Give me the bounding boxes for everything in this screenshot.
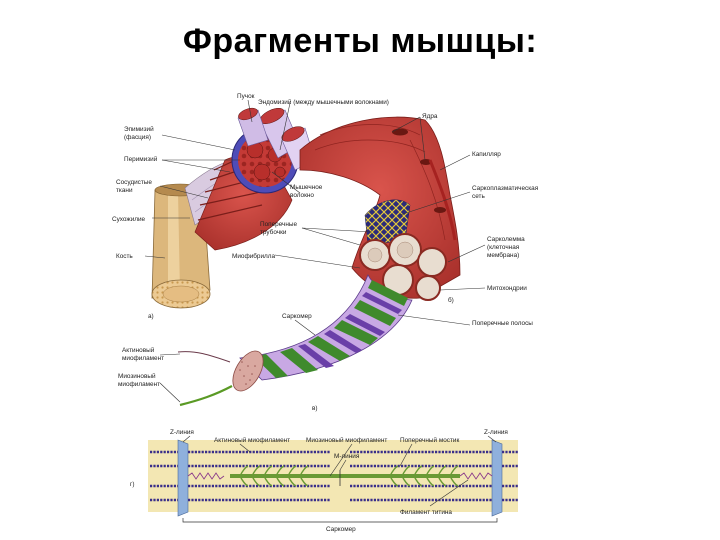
nucleus	[392, 128, 408, 136]
figure-label-b: б)	[448, 296, 454, 304]
label-bone: Кость	[116, 253, 133, 260]
label-epimysium: Эпимизий	[124, 125, 154, 133]
label-sr: Саркоплазматическая	[472, 185, 539, 192]
label-connective: Сосудистые	[116, 179, 152, 186]
label-nuclei: Ядра	[422, 113, 438, 120]
label-endomysium: Эндомизий (между мышечными волокнами)	[258, 98, 389, 106]
label-sr-2: сеть	[472, 193, 485, 200]
label-sarcolemma: Сарколемма	[487, 236, 525, 243]
myofibril-end	[232, 350, 264, 392]
label-epimysium-2: (фасция)	[124, 134, 151, 141]
label-muscle-fiber-2: волокно	[290, 192, 314, 199]
myofibril-cross-sections	[359, 233, 447, 301]
myosin-filament-strand	[179, 385, 233, 407]
nucleus	[434, 207, 446, 213]
actin-filaments	[150, 450, 518, 502]
label-mitochondria: Митохондрии	[487, 285, 527, 292]
label-myosin: Миозиновый	[118, 372, 156, 380]
label-striations: Поперечные полосы	[472, 320, 533, 327]
label-actin-bottom: Актиновый миофиламент	[214, 436, 290, 444]
label-perimysium: Перимизий	[124, 155, 158, 163]
leader-lines	[144, 99, 497, 507]
label-actin-2: миофиламент	[122, 355, 164, 362]
label-z-line-right: Z-линия	[484, 429, 508, 436]
z-disc-left	[177, 439, 189, 517]
label-t-tubules-2: трубочки	[260, 228, 287, 236]
label-myosin-bottom: Миозиновый миофиламент	[306, 436, 387, 444]
label-fascicle: Пучок	[237, 93, 255, 100]
label-sarcomere-bottom: Саркомер	[326, 526, 356, 533]
label-titin: Филамент титина	[400, 509, 452, 516]
z-disc-right	[491, 439, 503, 517]
label-sarcolemma-2: (клеточная	[487, 244, 520, 251]
sarcomere-bracket	[182, 518, 498, 523]
label-cross-bridge: Поперечный мостик	[400, 436, 459, 444]
label-sarcomere-top: Саркомер	[282, 313, 312, 320]
label-actin: Актиновый	[122, 346, 155, 354]
label-z-line-left: Z-линия	[170, 429, 194, 436]
label-muscle-fiber: Мышечное	[290, 184, 323, 191]
actin-filament-strand	[177, 351, 231, 363]
label-sarcolemma-3: мембрана)	[487, 251, 519, 259]
label-tendon: Сухожилие	[112, 216, 146, 223]
sarcomere-panel	[148, 439, 518, 523]
titin-filament	[459, 472, 493, 480]
titin-filament	[187, 472, 225, 480]
capillary	[428, 159, 457, 241]
label-myosin-2: миофиламент	[118, 381, 160, 388]
label-m-line: М-линия	[334, 453, 360, 460]
label-capillary: Капилляр	[472, 151, 501, 158]
label-myofibril: Миофибрилла	[232, 252, 276, 260]
figure-label-v: в)	[312, 405, 318, 412]
page-title: Фрагменты мышцы:	[182, 22, 538, 60]
label-connective-2: ткани	[116, 187, 133, 194]
myosin-filament	[230, 465, 460, 487]
myofibril	[177, 273, 413, 407]
fascicle-bundles	[237, 107, 316, 171]
label-t-tubules: Поперечные	[260, 221, 298, 228]
figure-label-g: г)	[130, 481, 134, 488]
figure-label-a: а)	[148, 313, 154, 320]
labels: Пучок Эндомизий (между мышечными волокна…	[112, 93, 539, 533]
